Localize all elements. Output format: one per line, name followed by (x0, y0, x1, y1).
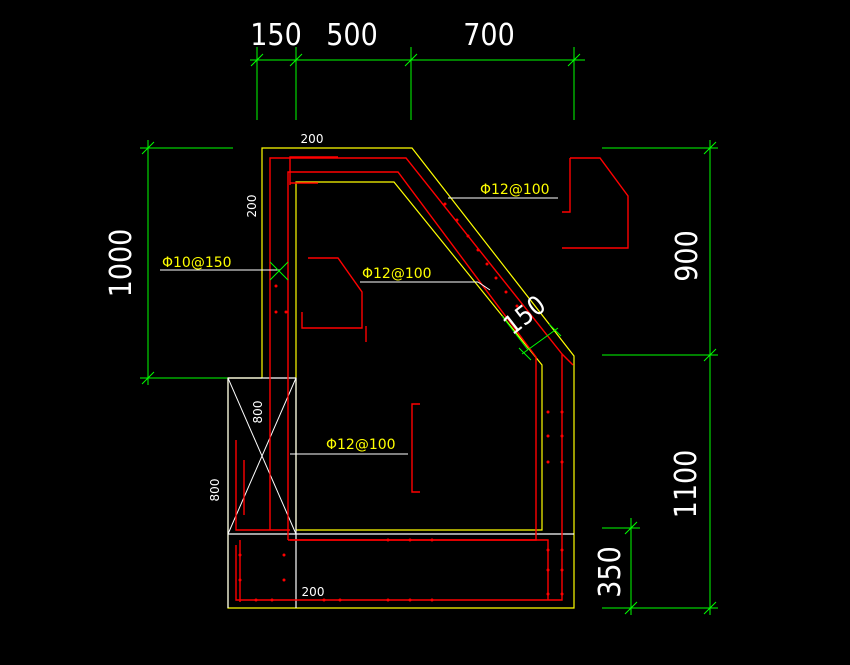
dim-1000: 1000 (104, 229, 139, 298)
dim-bottom-200: 200 (302, 585, 325, 599)
note-stirrup: Φ10@150 (162, 255, 232, 271)
dim-top-200: 200 (301, 132, 324, 146)
dim-500: 500 (326, 18, 378, 53)
note-lower-rebar: Φ12@100 (326, 437, 396, 453)
diagonal-dimension (501, 315, 562, 361)
rebar-detail-top-right (562, 157, 629, 249)
dim-diag-150: 150 (498, 290, 552, 341)
rebar-detail-straight (411, 403, 420, 493)
column-cross-box (227, 377, 297, 535)
note-slope-rebar: Φ12@100 (480, 182, 550, 198)
dim-900: 900 (670, 230, 705, 282)
dim-1100: 1100 (669, 450, 704, 519)
rebar-dots (238, 202, 564, 602)
rebar-detail-middle (301, 257, 367, 342)
dim-150: 150 (250, 18, 302, 53)
dim-side-200: 200 (245, 195, 259, 218)
leader-lines (160, 197, 558, 455)
left-dimension (140, 140, 233, 385)
note-middle-rebar: Φ12@100 (362, 266, 432, 282)
dim-700: 700 (463, 18, 515, 53)
dim-col-800-b: 800 (208, 479, 222, 502)
dim-col-800-a: 800 (251, 401, 265, 424)
top-dimension-chain (250, 47, 585, 120)
stirrup-marker (269, 261, 289, 281)
rebar-lines (235, 156, 574, 602)
right-dimension-chain (602, 140, 718, 615)
dim-350: 350 (593, 546, 628, 598)
